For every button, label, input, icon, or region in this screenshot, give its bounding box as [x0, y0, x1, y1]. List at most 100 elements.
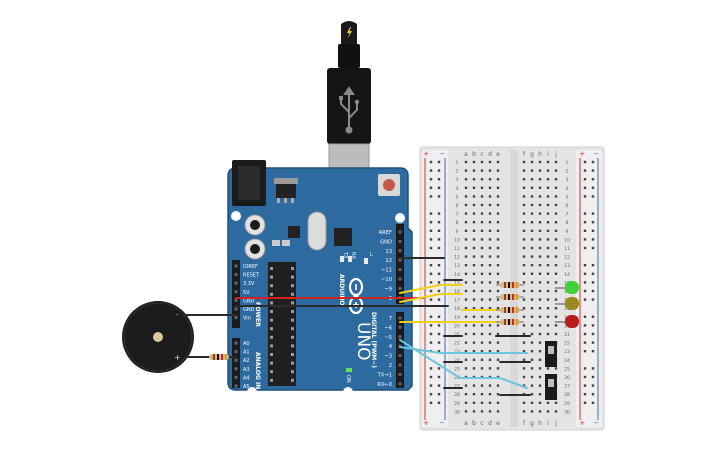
breadboard-hole[interactable]	[538, 289, 542, 293]
rail-hole[interactable]	[591, 272, 595, 275]
breadboard-hole[interactable]	[480, 289, 484, 293]
breadboard-hole[interactable]	[480, 203, 484, 207]
breadboard-hole[interactable]	[496, 229, 500, 232]
breadboard-hole[interactable]	[464, 298, 468, 301]
rail-hole[interactable]	[437, 315, 441, 318]
breadboard-hole[interactable]	[480, 238, 484, 241]
breadboard-hole[interactable]	[480, 255, 484, 258]
breadboard-hole[interactable]	[530, 401, 534, 404]
rail-hole[interactable]	[583, 367, 587, 370]
piezo-buzzer[interactable]: - +	[122, 301, 194, 373]
breadboard-hole[interactable]	[480, 178, 484, 181]
breadboard-hole[interactable]	[480, 160, 484, 164]
breadboard-hole[interactable]	[530, 221, 534, 224]
breadboard-hole[interactable]	[464, 281, 468, 284]
breadboard-hole[interactable]	[522, 203, 526, 207]
rail-hole[interactable]	[429, 178, 433, 181]
breadboard-hole[interactable]	[472, 281, 476, 284]
rail-hole[interactable]	[437, 341, 441, 344]
breadboard-hole[interactable]	[554, 238, 558, 241]
breadboard-hole[interactable]	[488, 212, 492, 215]
rail-hole[interactable]	[437, 221, 441, 224]
breadboard-hole[interactable]	[538, 307, 542, 310]
breadboard-hole[interactable]	[554, 401, 558, 404]
breadboard-hole[interactable]	[480, 264, 484, 267]
rail-hole[interactable]	[591, 246, 595, 250]
header-pin[interactable]	[398, 316, 402, 320]
header-pin[interactable]	[398, 277, 402, 281]
breadboard-hole[interactable]	[530, 264, 534, 267]
breadboard-hole[interactable]	[530, 375, 534, 379]
rail-hole[interactable]	[591, 264, 595, 267]
breadboard-hole[interactable]	[522, 186, 526, 189]
header-pin[interactable]	[234, 290, 238, 294]
rail-hole[interactable]	[583, 341, 587, 344]
pin5-wire[interactable]	[399, 339, 528, 389]
rail-hole[interactable]	[437, 298, 441, 301]
breadboard-hole[interactable]	[522, 160, 526, 164]
breadboard-hole[interactable]	[480, 393, 484, 396]
breadboard-hole[interactable]	[522, 221, 526, 224]
rail-hole[interactable]	[429, 195, 433, 198]
rail-hole[interactable]	[437, 169, 441, 172]
rail-hole[interactable]	[591, 367, 595, 370]
breadboard-hole[interactable]	[472, 367, 476, 370]
breadboard-hole[interactable]	[496, 315, 500, 318]
rail-hole[interactable]	[437, 324, 441, 327]
breadboard-hole[interactable]	[496, 332, 500, 336]
rail-hole[interactable]	[437, 375, 441, 379]
breadboard-hole[interactable]	[554, 203, 558, 207]
breadboard-hole[interactable]	[464, 264, 468, 267]
breadboard-hole[interactable]	[480, 246, 484, 250]
rail-hole[interactable]	[437, 289, 441, 293]
header-pin[interactable]	[398, 268, 402, 272]
rail-hole[interactable]	[429, 401, 433, 404]
breadboard-hole[interactable]	[530, 281, 534, 284]
breadboard-hole[interactable]	[496, 264, 500, 267]
breadboard-hole[interactable]	[480, 186, 484, 189]
breadboard-hole[interactable]	[472, 289, 476, 293]
breadboard-hole[interactable]	[546, 281, 550, 284]
breadboard-hole[interactable]	[554, 315, 558, 318]
breadboard-hole[interactable]	[530, 169, 534, 172]
breadboard-hole[interactable]	[554, 298, 558, 301]
rail-hole[interactable]	[429, 281, 433, 284]
breadboard-hole[interactable]	[488, 401, 492, 404]
breadboard-hole[interactable]	[472, 186, 476, 189]
rail-hole[interactable]	[429, 289, 433, 293]
header-pin[interactable]	[398, 239, 402, 243]
rail-hole[interactable]	[591, 298, 595, 301]
breadboard-hole[interactable]	[488, 203, 492, 207]
breadboard-hole[interactable]	[546, 410, 550, 413]
rail-hole[interactable]	[583, 272, 587, 275]
breadboard-hole[interactable]	[496, 186, 500, 189]
breadboard-hole[interactable]	[496, 272, 500, 275]
header-pin[interactable]	[234, 264, 238, 268]
breadboard-hole[interactable]	[522, 298, 526, 301]
breadboard-hole[interactable]	[538, 324, 542, 327]
header-pin[interactable]	[234, 350, 238, 354]
rail-hole[interactable]	[437, 178, 441, 181]
breadboard-hole[interactable]	[554, 281, 558, 284]
breadboard-hole[interactable]	[554, 410, 558, 413]
rail-hole[interactable]	[583, 264, 587, 267]
breadboard-hole[interactable]	[538, 160, 542, 164]
breadboard-hole[interactable]	[472, 410, 476, 413]
breadboard-hole[interactable]	[480, 281, 484, 284]
rail-hole[interactable]	[583, 229, 587, 232]
breadboard-hole[interactable]	[538, 281, 542, 284]
rail-hole[interactable]	[583, 350, 587, 353]
breadboard-hole[interactable]	[488, 393, 492, 396]
header-pin[interactable]	[398, 335, 402, 339]
usb-cable[interactable]	[327, 21, 371, 178]
breadboard-hole[interactable]	[464, 289, 468, 293]
breadboard-hole[interactable]	[546, 367, 550, 370]
breadboard-hole[interactable]	[546, 332, 550, 336]
breadboard-hole[interactable]	[554, 272, 558, 275]
breadboard-hole[interactable]	[480, 410, 484, 413]
breadboard-hole[interactable]	[488, 315, 492, 318]
breadboard-hole[interactable]	[464, 341, 468, 344]
header-pin[interactable]	[234, 358, 238, 362]
breadboard-hole[interactable]	[480, 367, 484, 370]
breadboard-hole[interactable]	[496, 307, 500, 310]
